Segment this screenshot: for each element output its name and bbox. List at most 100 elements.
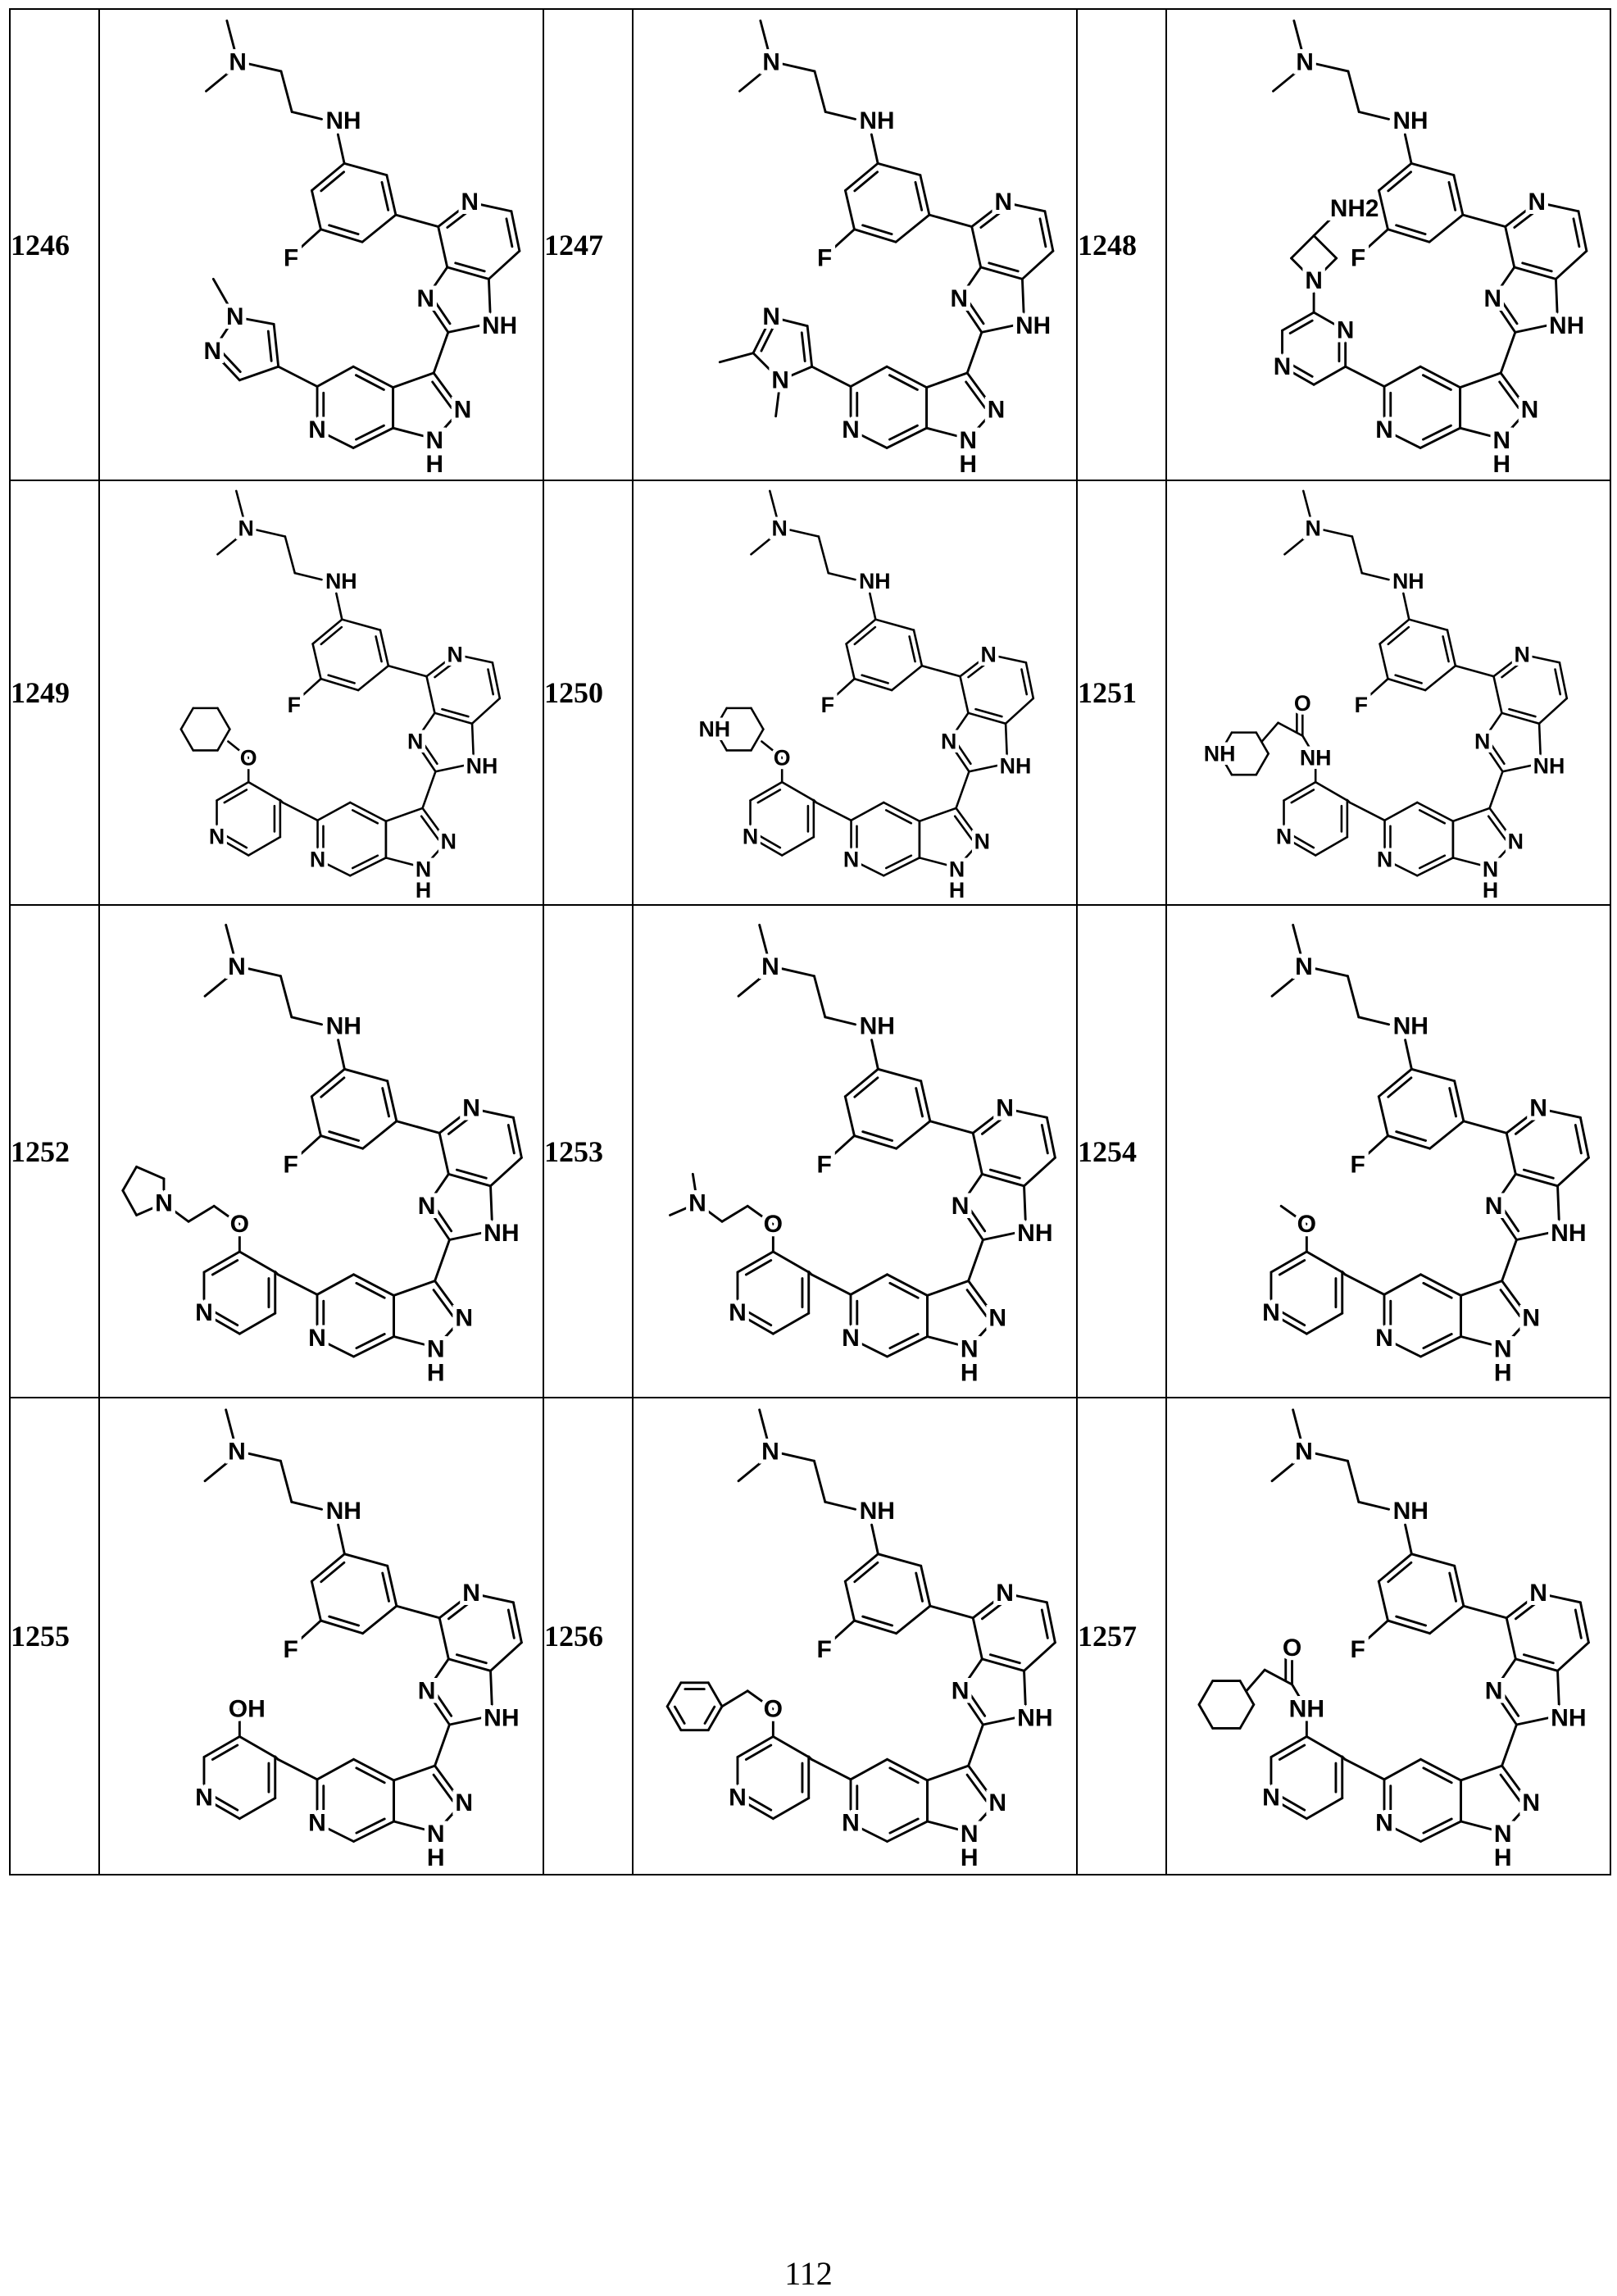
- atom-label: N: [418, 1677, 436, 1704]
- atom-label: NH: [326, 1012, 361, 1039]
- bond: [491, 1157, 522, 1186]
- bond: [1506, 1133, 1515, 1174]
- bond: [1256, 753, 1269, 775]
- bond: [1279, 1260, 1304, 1275]
- bond: [317, 1759, 354, 1779]
- bond: [1501, 713, 1539, 724]
- bond: [1419, 810, 1445, 823]
- bond: [435, 1725, 450, 1766]
- bond: [896, 215, 929, 242]
- bond: [845, 1581, 854, 1621]
- bond: [281, 71, 292, 112]
- bond: [746, 1796, 770, 1811]
- bond: [915, 182, 922, 210]
- structure-drawing: NNHONNHFNNNHNNHN: [1167, 1398, 1610, 1874]
- bond: [225, 790, 247, 803]
- bond: [855, 1078, 878, 1097]
- bond: [1515, 267, 1556, 279]
- atom-label: N: [1474, 730, 1490, 754]
- bond: [854, 230, 896, 242]
- bond: [207, 70, 232, 91]
- atom-label: H: [1493, 451, 1511, 478]
- atom-label: N: [308, 1810, 326, 1837]
- bond: [239, 366, 278, 380]
- bond: [1430, 1606, 1464, 1633]
- bond: [1274, 70, 1299, 91]
- bond: [506, 219, 512, 247]
- compound-id: 1246: [10, 9, 99, 480]
- bond: [751, 730, 763, 751]
- atom-label: N: [1306, 516, 1321, 541]
- bond: [1424, 1819, 1451, 1833]
- bond: [1306, 1736, 1342, 1757]
- atom-label: N: [155, 1189, 173, 1216]
- bond: [929, 215, 972, 226]
- atom-label: NH: [1551, 1705, 1586, 1732]
- bond: [376, 636, 382, 662]
- bond: [1247, 1670, 1265, 1691]
- atom-label: NH: [466, 753, 498, 778]
- atom-label: NH: [1392, 569, 1424, 593]
- atom-label: H: [1494, 1360, 1512, 1387]
- bond: [358, 666, 388, 690]
- bond: [292, 112, 321, 120]
- bond: [782, 782, 814, 800]
- bond: [1347, 1461, 1358, 1502]
- atom-label: F: [284, 1636, 298, 1663]
- bond: [1502, 1725, 1517, 1766]
- bond: [1388, 1562, 1411, 1581]
- bond: [1405, 134, 1411, 163]
- bond: [1464, 1606, 1506, 1617]
- bond: [1424, 1768, 1451, 1783]
- bond: [352, 856, 378, 868]
- atom-label: N: [941, 730, 956, 754]
- bond: [1199, 1705, 1213, 1729]
- bond: [1388, 230, 1429, 242]
- bond: [927, 373, 968, 388]
- bond: [363, 1606, 397, 1633]
- bond: [205, 1460, 230, 1481]
- bond: [394, 1281, 435, 1296]
- compound-id: 1251: [1077, 480, 1166, 905]
- atom-label: O: [764, 1211, 783, 1238]
- bond: [825, 1502, 856, 1509]
- bond: [782, 969, 814, 976]
- atom-label: H: [949, 878, 965, 902]
- bond: [1324, 530, 1352, 537]
- atom-label: N: [988, 1305, 1006, 1332]
- bond: [811, 1275, 851, 1294]
- atom-label: N: [688, 1189, 706, 1216]
- atom-label: N: [1377, 847, 1392, 871]
- bond: [394, 1766, 435, 1780]
- bond: [812, 366, 851, 386]
- atom-label: N: [842, 416, 859, 443]
- bond: [317, 366, 353, 386]
- bond: [1315, 1453, 1347, 1461]
- bond: [892, 666, 922, 690]
- bond: [889, 425, 917, 439]
- bond: [956, 771, 970, 808]
- bond: [123, 1166, 137, 1190]
- bond: [239, 1798, 275, 1819]
- atom-label: N: [1522, 1789, 1540, 1816]
- atom-label: F: [284, 1152, 298, 1179]
- atom-label: N: [1529, 1580, 1547, 1607]
- bond: [1575, 1125, 1581, 1153]
- atom-label: N: [952, 1677, 970, 1704]
- bond: [1423, 375, 1451, 390]
- atom-label: N: [308, 416, 326, 443]
- atom-label: NH: [1017, 1705, 1052, 1732]
- bond: [1388, 1078, 1411, 1097]
- atom-label: N: [203, 338, 220, 365]
- bond: [851, 1275, 888, 1294]
- bond: [1352, 536, 1362, 573]
- chemical-structure: NNHNHONNHFNNNHNNHN: [1166, 480, 1610, 905]
- compound-id: 1249: [10, 480, 99, 905]
- atom-label: F: [288, 693, 301, 717]
- bond: [969, 1725, 983, 1766]
- bond: [855, 679, 893, 690]
- bond: [746, 1311, 770, 1325]
- bond: [773, 1313, 808, 1334]
- atom-label: NH: [482, 312, 517, 339]
- bond: [968, 713, 1006, 724]
